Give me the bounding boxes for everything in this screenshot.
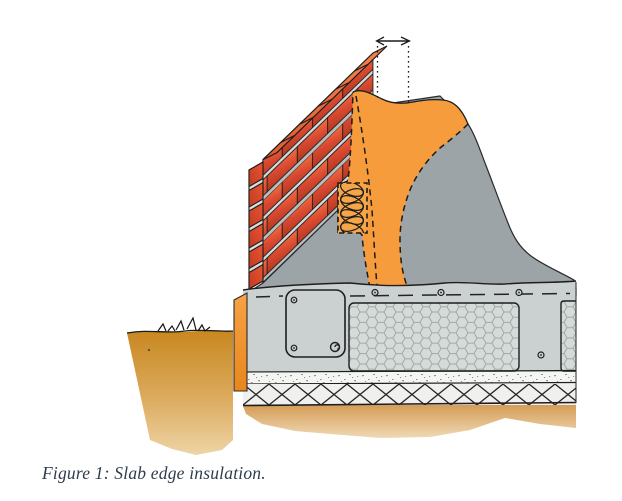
orange-dashed-outline: [337, 91, 469, 289]
bedding-layer: [242, 369, 577, 385]
wool-loops: [340, 183, 364, 233]
soil-dot: [147, 348, 151, 352]
floor-slab: [242, 280, 577, 407]
figure-caption: Figure 1: Slab edge insulation.: [42, 463, 266, 483]
plate-spiral-icon: [329, 341, 341, 353]
fixing-plate: [285, 289, 346, 358]
wrap-insulation-orange: [337, 90, 469, 289]
dimension-marker: [375, 36, 412, 102]
outer-brick-leaf: [248, 45, 388, 290]
grass-tufts: [157, 316, 211, 332]
slab-dashed-joint: [255, 292, 571, 298]
screw-fixings: [290, 288, 545, 359]
cavity-wool-insulation: [337, 182, 368, 234]
brick-end-faces: [248, 161, 264, 290]
ground-under-slab: [243, 401, 576, 438]
insulation-panel-right: [560, 300, 576, 372]
orange-top-edge: [352, 90, 469, 125]
orange-insulation-body: [338, 90, 468, 288]
slab-edge-insulation-strip: [233, 292, 248, 392]
dimension-arrow-right: [400, 36, 412, 46]
slab-top-line: [242, 280, 577, 291]
ground-surface-line: [126, 329, 234, 334]
brick-top-joints: [280, 63, 369, 143]
insulation-panel-left: [348, 302, 520, 372]
ground-left-mass: [127, 330, 233, 455]
dimension-arrow-left: [375, 36, 385, 46]
ground: [126, 316, 234, 455]
membrane-layer: [242, 384, 577, 407]
